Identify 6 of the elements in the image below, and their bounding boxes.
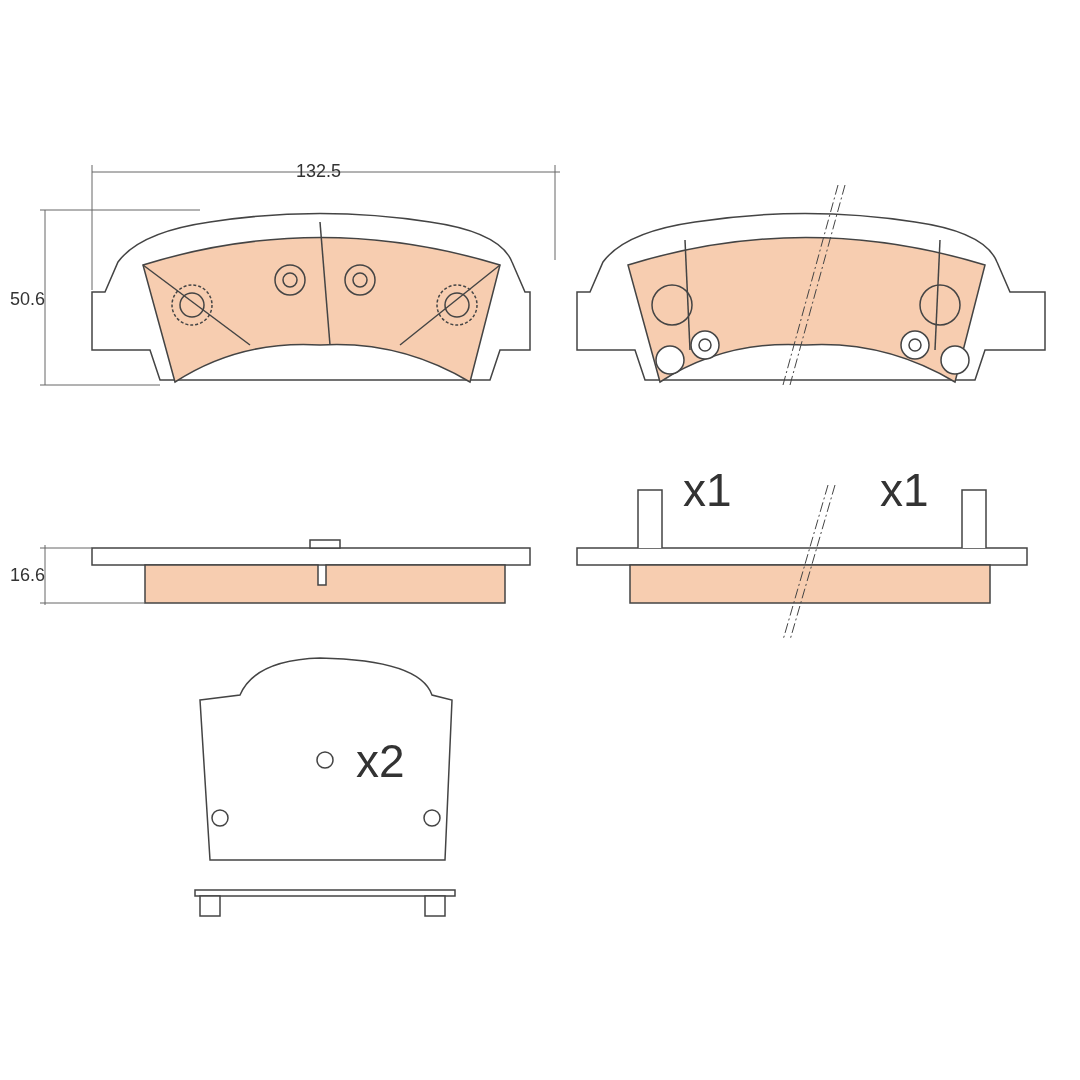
dimension-label: 16.6 — [10, 566, 46, 584]
dimension-label: 132.5 — [296, 162, 342, 180]
quantity-label: x2 — [356, 738, 405, 784]
quantity-label: x1 — [880, 467, 929, 513]
quantity-label: x1 — [683, 467, 732, 513]
dimension-label: 50.6 — [10, 290, 46, 308]
